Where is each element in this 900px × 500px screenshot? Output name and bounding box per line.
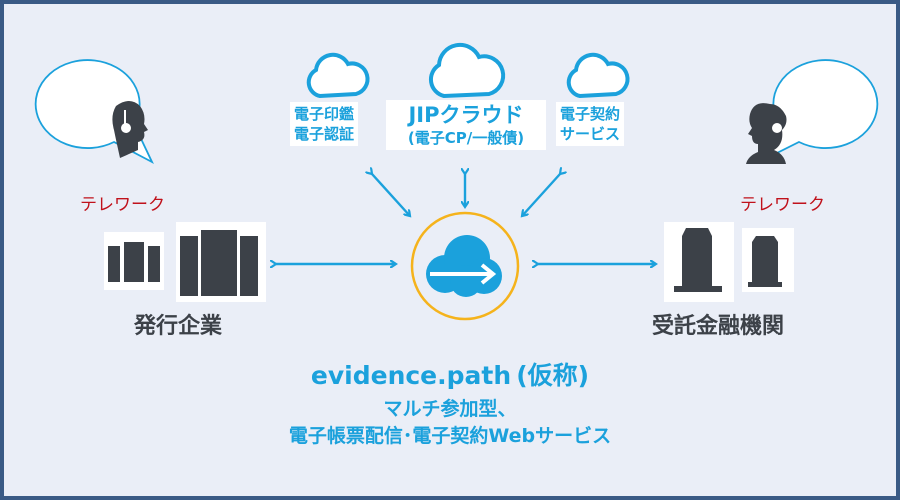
description-line-2: 電子帳票配信･電子契約Webサービス bbox=[288, 425, 612, 447]
cloud-icon bbox=[306, 52, 370, 99]
speech-bubble-right bbox=[756, 59, 879, 165]
description-line-1: マルチ参加型、 bbox=[383, 398, 517, 420]
label-line: サービス bbox=[560, 125, 621, 143]
service-title: evidence.path (仮称) bbox=[4, 356, 896, 392]
service-name-note: (仮称) bbox=[516, 361, 590, 390]
jip-cloud-title: JIPクラウド bbox=[408, 103, 524, 127]
hub bbox=[410, 211, 520, 321]
connector-layer bbox=[34, 42, 879, 321]
bank-building-icon bbox=[674, 228, 782, 292]
arrow-contract-hub bbox=[522, 174, 560, 216]
cloud-label-contract: 電子契約 サービス bbox=[556, 102, 625, 146]
label-line: 電子認証 bbox=[294, 125, 355, 143]
telework-label-left: テレワーク bbox=[80, 195, 165, 215]
jip-cloud-subtitle: (電子CP/一般債) bbox=[407, 129, 525, 147]
telework-label-right: テレワーク bbox=[740, 195, 825, 215]
female-operator-headset-icon bbox=[746, 103, 787, 164]
office-building-icon bbox=[108, 230, 258, 296]
trustee-label: 受託金融機関 bbox=[652, 314, 785, 339]
cloud-icon bbox=[566, 52, 630, 99]
service-description: マルチ参加型、 電子帳票配信･電子契約Webサービス bbox=[4, 396, 896, 450]
label-line: 電子契約 bbox=[560, 105, 621, 123]
male-operator-headset-icon bbox=[112, 101, 148, 158]
label-line: 電子印鑑 bbox=[294, 105, 355, 123]
cloud-icon bbox=[428, 42, 506, 99]
arrow-seal-hub bbox=[372, 174, 410, 216]
service-name: evidence.path bbox=[310, 361, 512, 390]
cloud-label-seal: 電子印鑑 電子認証 bbox=[290, 102, 359, 146]
cloud-label-jip: JIPクラウド (電子CP/一般債) bbox=[386, 100, 546, 150]
issuer-label: 発行企業 bbox=[134, 314, 223, 339]
cloud-arrow-icon bbox=[426, 235, 502, 297]
